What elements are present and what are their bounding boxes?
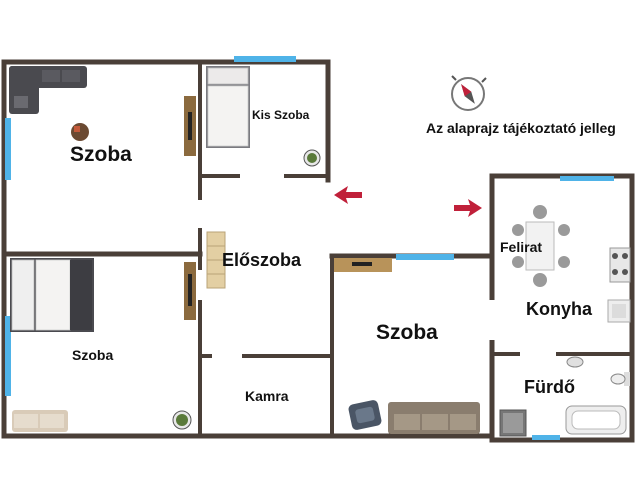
- compass-icon: [451, 75, 487, 111]
- plant-icon: [303, 149, 321, 167]
- plant-icon: [172, 410, 192, 430]
- dining-table-icon: [512, 205, 570, 287]
- bed-icon: [10, 258, 94, 332]
- sofa-icon: [9, 66, 87, 114]
- side-table-icon: [71, 123, 89, 141]
- walls: [1, 59, 635, 443]
- tv-icon: [184, 96, 196, 156]
- sink-icon: [566, 356, 584, 368]
- room-label-szoba: Szoba: [70, 143, 132, 166]
- disclaimer-note: Az alaprajz tájékoztató jelleg: [426, 120, 616, 136]
- windows: [5, 56, 614, 440]
- tv-icon: [184, 262, 196, 320]
- room-label-eloszoba: Előszoba: [222, 250, 302, 270]
- room-label-szoba: Szoba: [376, 321, 438, 344]
- stove-icon: [609, 247, 631, 283]
- room-label-felirat: Felirat: [500, 239, 543, 255]
- sofa-icon: [388, 402, 480, 434]
- armchair-icon: [348, 400, 382, 430]
- room-label-furdo: Fürdő: [524, 377, 575, 397]
- door-openings: [196, 172, 556, 360]
- bed-icon: [206, 66, 250, 148]
- entry-arrow-icon: [334, 186, 362, 204]
- toilet-icon: [610, 372, 630, 386]
- washing-machine-icon: [499, 409, 527, 437]
- room-label-kis-szoba: Kis Szoba: [252, 108, 310, 122]
- tv-icon: [334, 258, 392, 272]
- bench-icon: [206, 231, 226, 289]
- room-label-szoba: Szoba: [72, 347, 114, 363]
- entry-arrow-icon: [454, 199, 482, 217]
- bathtub-icon: [565, 405, 627, 435]
- sink-icon: [607, 299, 631, 323]
- room-label-konyha: Konyha: [526, 299, 593, 319]
- sofa-icon: [12, 410, 68, 432]
- room-label-kamra: Kamra: [245, 388, 289, 404]
